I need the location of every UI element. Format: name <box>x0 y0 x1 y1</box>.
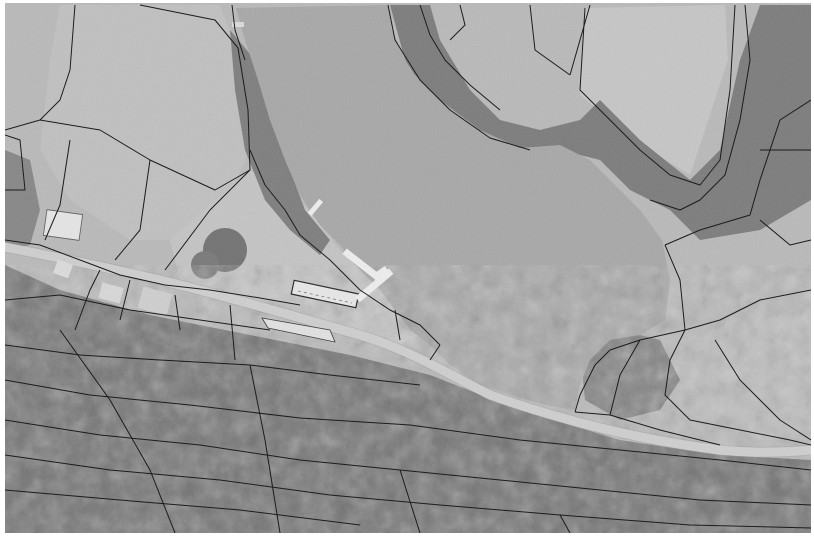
photo-grain <box>5 3 811 533</box>
parcel-boundaries <box>5 4 811 533</box>
